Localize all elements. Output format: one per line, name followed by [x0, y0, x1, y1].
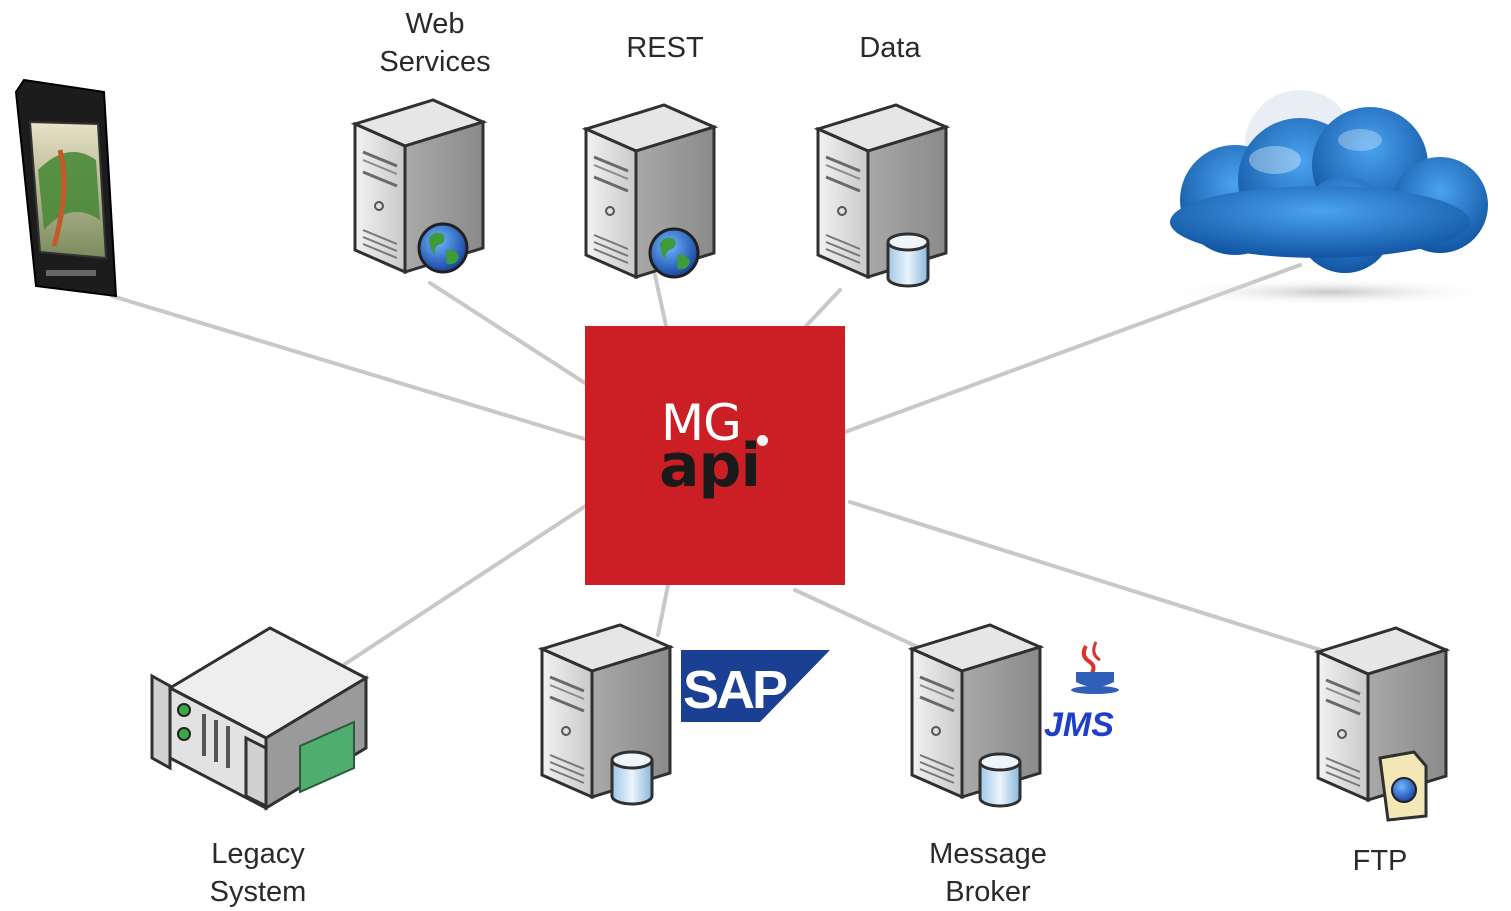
data-server-icon: [816, 103, 948, 288]
connector-mobile: [110, 294, 590, 442]
label-message-broker: Message Broker: [929, 838, 1047, 908]
label-ftp: FTP: [1352, 845, 1408, 877]
svg-text:SAP: SAP: [683, 660, 787, 720]
connector-data: [804, 288, 842, 328]
mg-api-hub: MG api: [585, 326, 845, 585]
label-legacy-system: Legacy System: [209, 838, 307, 908]
hub-dot-icon: [757, 435, 768, 446]
hub-title-mg: MG: [661, 394, 742, 452]
connector-legacy: [343, 503, 589, 666]
smartphone-icon: [14, 78, 118, 298]
connector-ftp: [848, 500, 1345, 659]
legacy-hardware-icon: [150, 626, 370, 811]
sap-server-icon: [540, 623, 672, 806]
connector-web-services: [428, 281, 590, 387]
document-icon: [1378, 750, 1428, 822]
rest-server-icon: [584, 103, 716, 279]
connector-sap: [656, 583, 670, 637]
jms-logo: JMS: [1044, 706, 1114, 744]
cloud-icon: [1160, 90, 1500, 306]
label-web-services: Web Services: [379, 8, 491, 78]
ftp-server-icon: [1316, 626, 1448, 822]
hub-title-api: api: [659, 431, 761, 501]
label-data: Data: [859, 32, 921, 64]
sap-logo: SAP: [681, 650, 830, 722]
java-cup-icon: [1071, 641, 1119, 694]
connector-message-broker: [793, 588, 937, 657]
label-rest: REST: [626, 32, 704, 64]
web-services-server-icon: [353, 98, 485, 274]
message-broker-server-icon: [910, 623, 1042, 808]
connector-rest: [653, 273, 668, 328]
